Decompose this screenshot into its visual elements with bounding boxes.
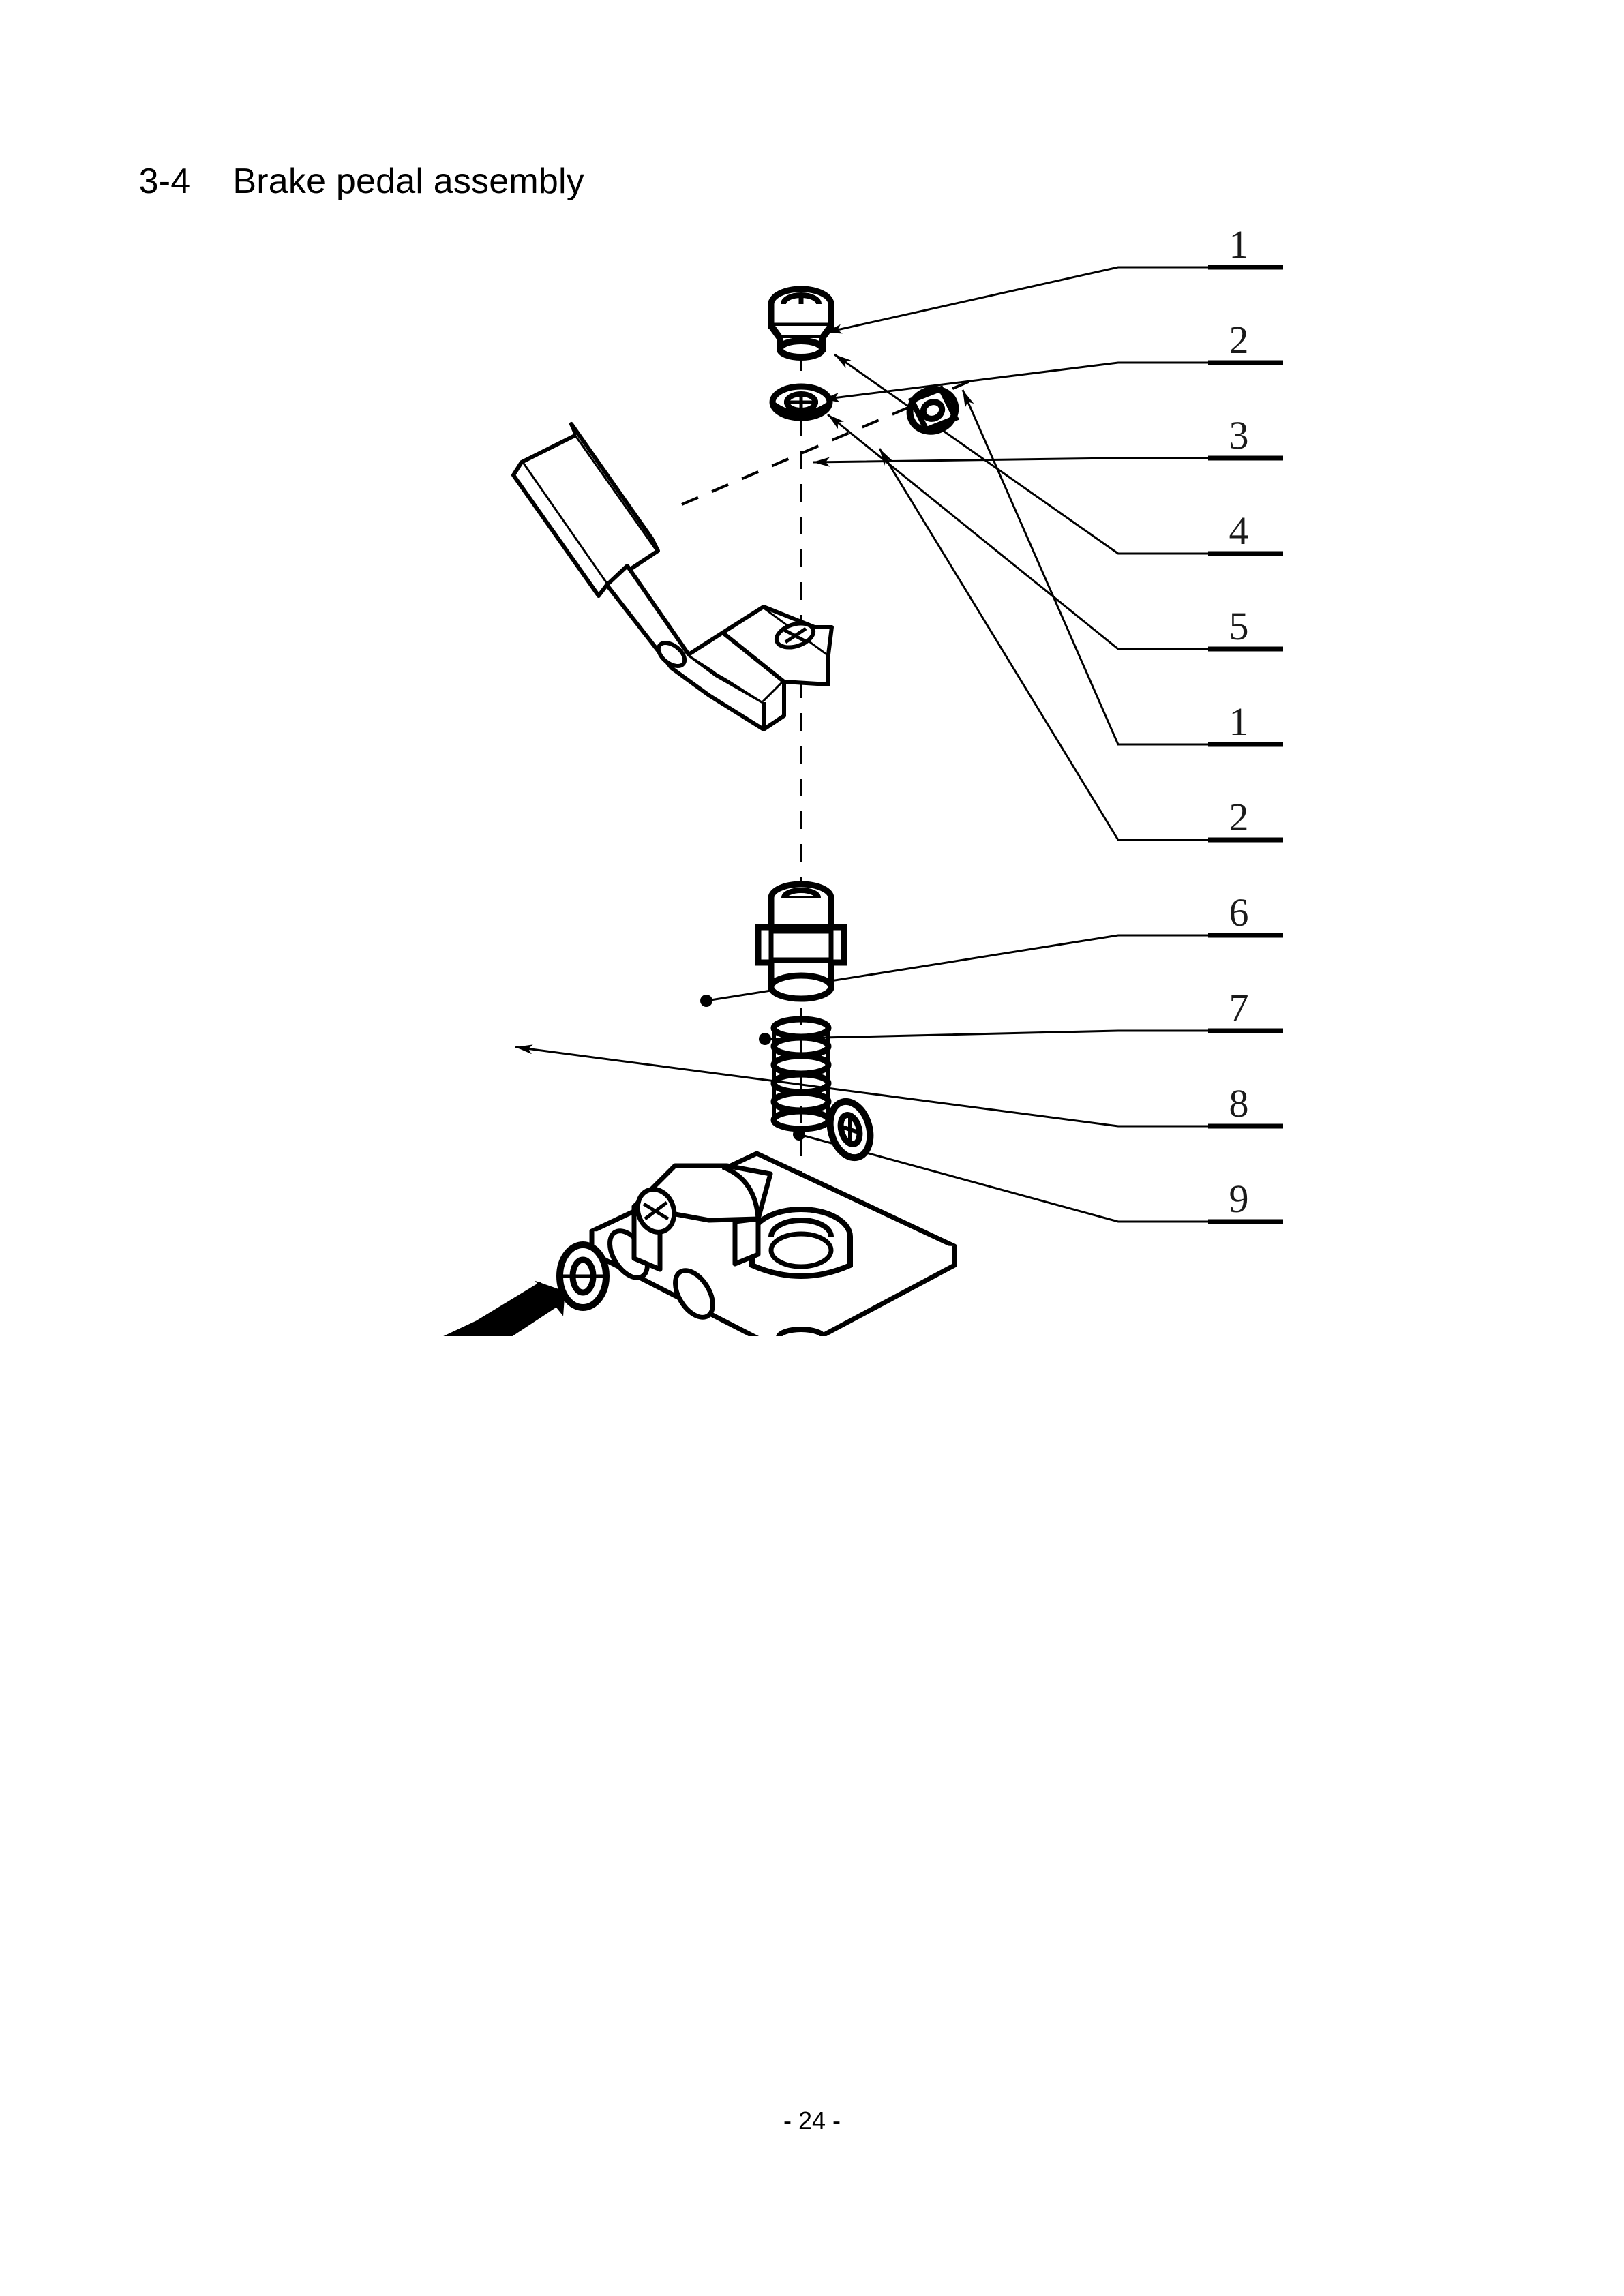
callout-label-3: 4 <box>1229 509 1249 553</box>
callout-label-9: 8 <box>1229 1081 1249 1126</box>
page-title: 3-4 Brake pedal assembly <box>99 120 584 243</box>
part-hex-bolt <box>443 1280 565 1336</box>
part-base-plate-boss <box>749 1207 853 1279</box>
part-flat-washer-lower <box>826 1098 874 1162</box>
callout-label-10: 9 <box>1229 1177 1249 1221</box>
page-footer: - 24 - <box>783 2106 841 2134</box>
part-hex-shoulder-bushing <box>755 881 847 1002</box>
part-flat-washer-left <box>556 1241 610 1311</box>
part-lock-nut-lower <box>906 385 960 435</box>
callout-label-7: 6 <box>1229 890 1249 935</box>
section-title-text: Brake pedal assembly <box>232 162 584 201</box>
callout-label-5: 1 <box>1229 699 1249 744</box>
exploded-assembly-figure: 1 2 3 4 5 1 2 6 7 8 9 <box>0 177 1624 1336</box>
callout-label-1: 2 <box>1229 318 1249 362</box>
section-number: 3-4 <box>138 162 191 201</box>
part-clevis-bracket <box>631 1163 773 1272</box>
callout-label-4: 5 <box>1229 604 1249 648</box>
part-lock-nut-upper <box>768 286 834 361</box>
part-pivot-pin <box>776 1327 826 1336</box>
callout-label-2: 3 <box>1229 413 1249 457</box>
leader-dot-terminators <box>700 995 805 1141</box>
callout-label-6: 2 <box>1229 795 1249 839</box>
callout-labels: 1 2 3 4 5 1 2 6 7 8 9 <box>1229 222 1249 1221</box>
callout-label-0: 1 <box>1229 222 1249 267</box>
part-compression-spring <box>770 1016 832 1132</box>
callout-rules <box>1208 265 1283 1224</box>
part-flat-washer-upper <box>769 383 833 421</box>
part-brake-pedal-arm <box>511 422 834 731</box>
callout-label-8: 7 <box>1229 986 1249 1030</box>
leader-lines <box>515 266 1208 1223</box>
